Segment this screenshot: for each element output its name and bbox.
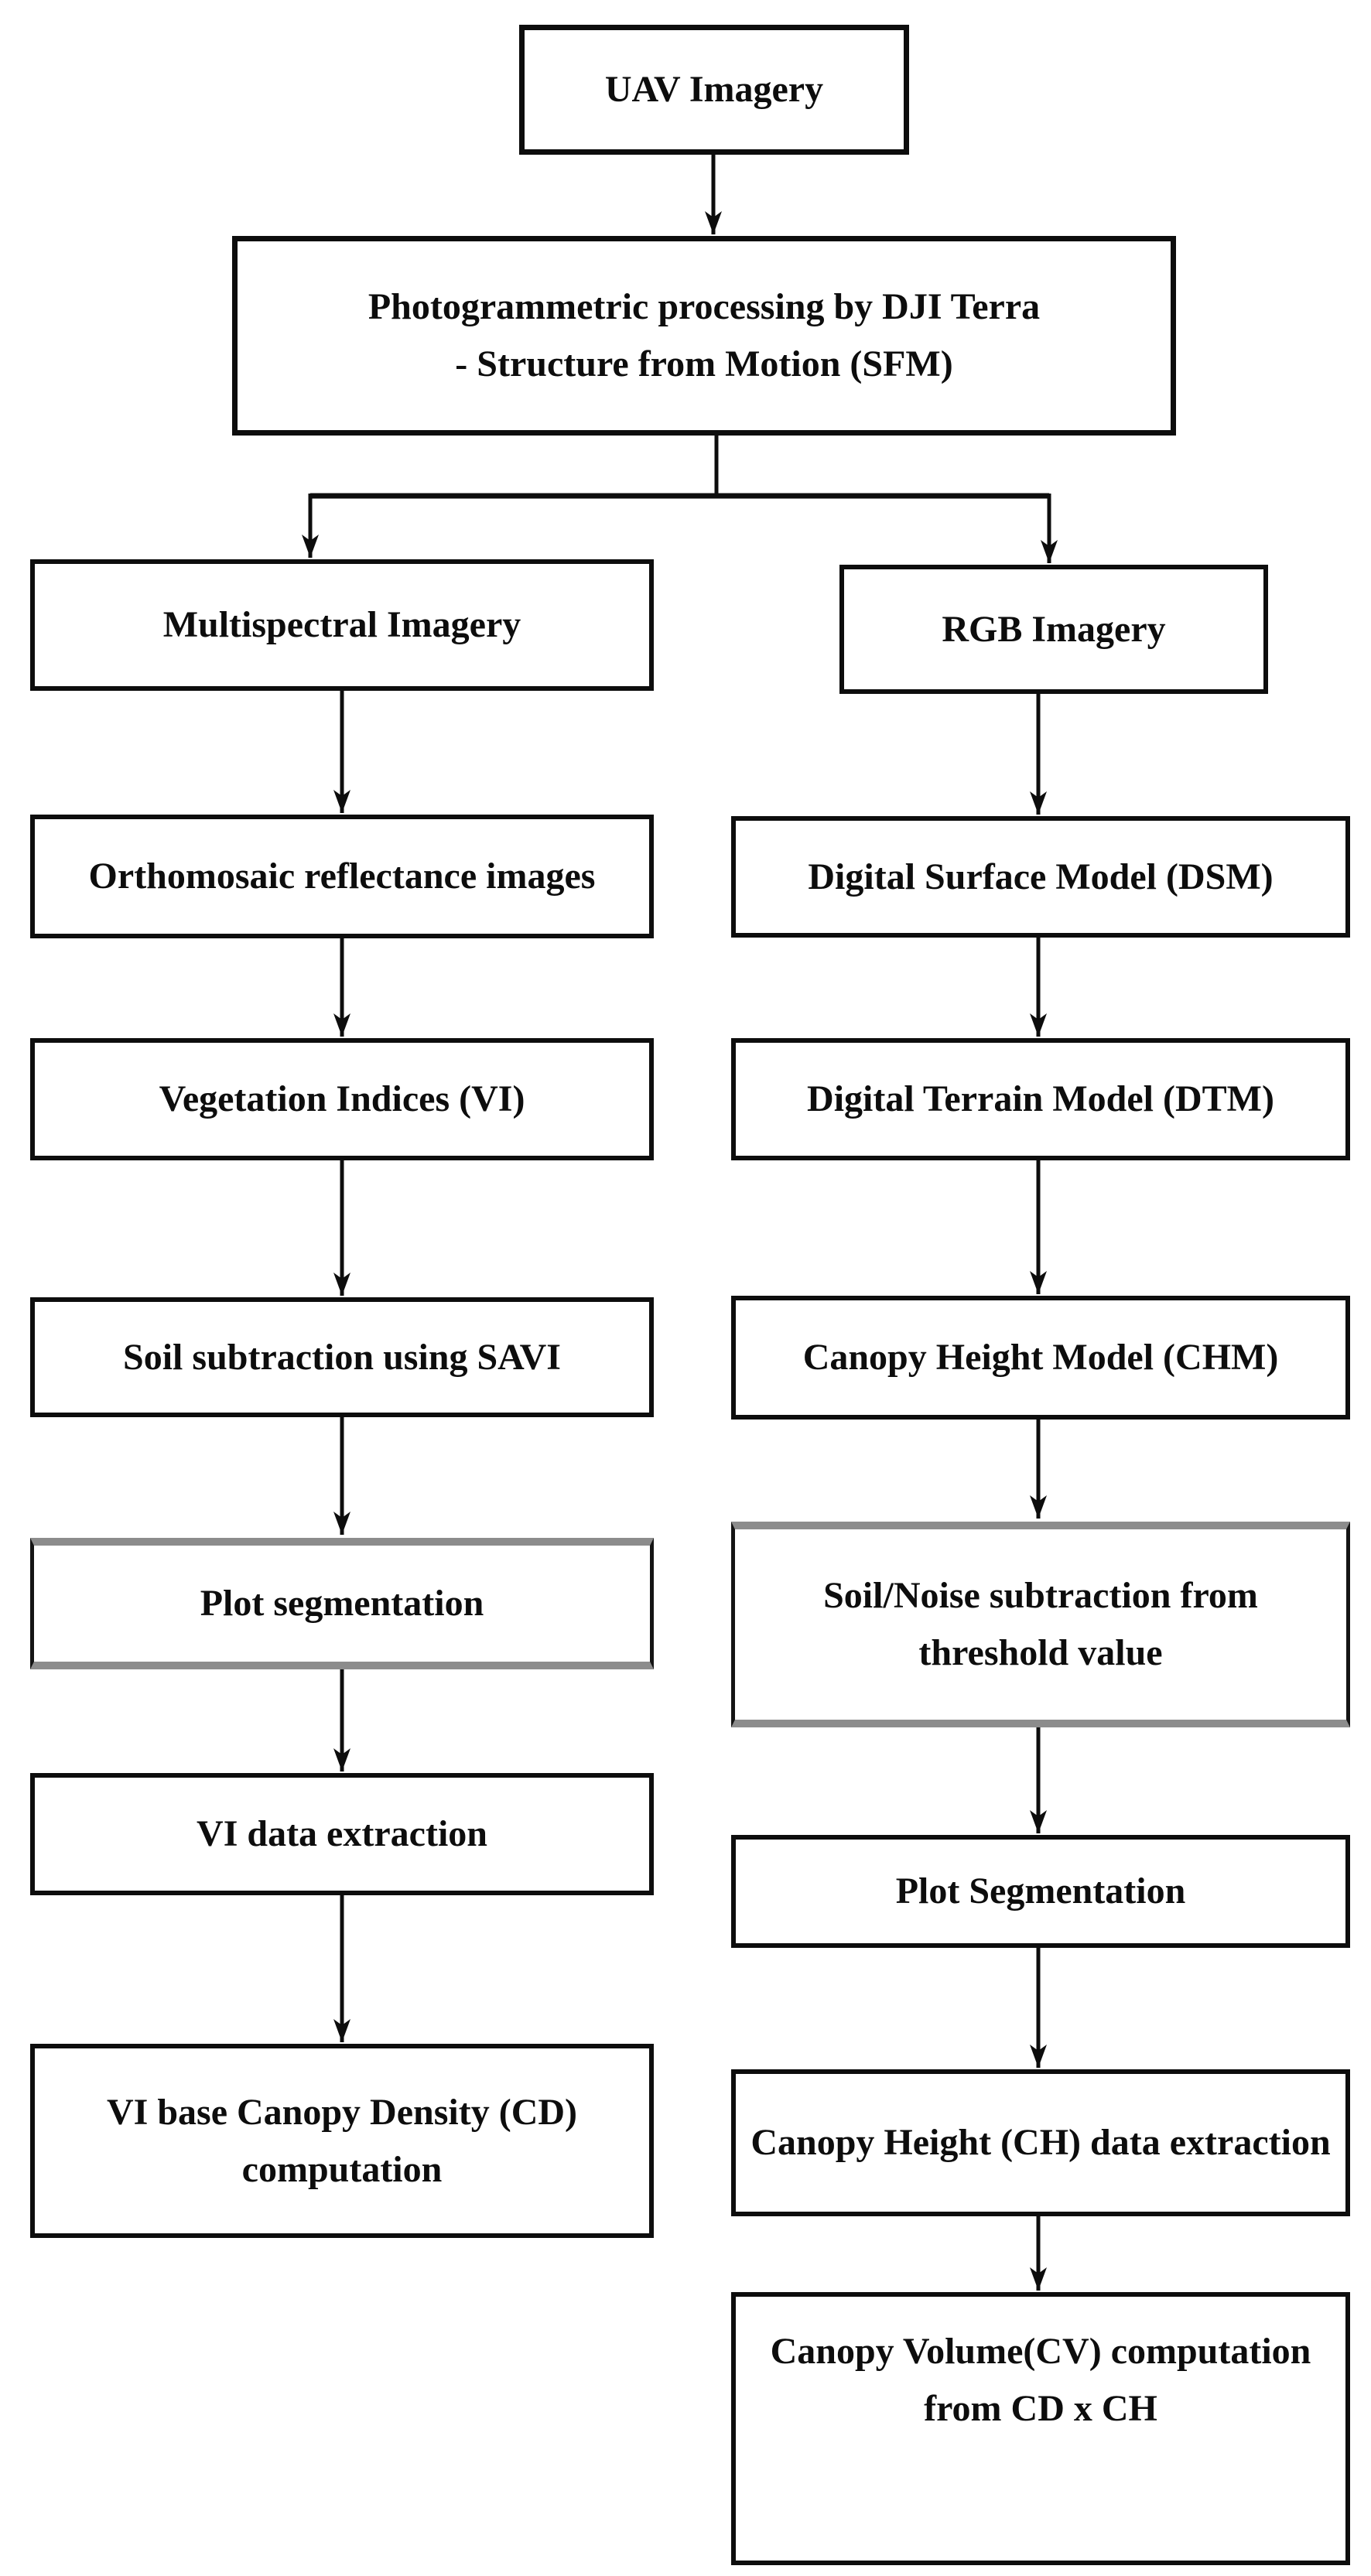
- node-label: Canopy Height (CH) data extraction: [750, 2122, 1331, 2163]
- node-canopy-height-data-extraction: Canopy Height (CH) data extraction: [731, 2069, 1350, 2216]
- node-label: Soil subtraction using SAVI: [123, 1336, 561, 1378]
- node-label: Soil/Noise subtraction from: [823, 1575, 1258, 1616]
- node-label: Photogrammetric processing by DJI Terra: [368, 286, 1041, 327]
- node-uav-imagery: UAV Imagery: [519, 25, 909, 155]
- node-label: Canopy Volume(CV) computation: [770, 2331, 1311, 2372]
- node-label: - Structure from Motion (SFM): [455, 343, 953, 384]
- node-canopy-height-model: Canopy Height Model (CHM): [731, 1296, 1350, 1420]
- node-canopy-volume-computation: Canopy Volume(CV) computation from CD x …: [731, 2292, 1350, 2565]
- node-orthomosaic-reflectance-images: Orthomosaic reflectance images: [30, 815, 654, 938]
- node-soil-noise-subtraction: Soil/Noise subtraction from threshold va…: [731, 1522, 1350, 1727]
- node-photogrammetric-processing: Photogrammetric processing by DJI Terra …: [232, 236, 1176, 436]
- node-label: UAV Imagery: [604, 69, 824, 110]
- node-vegetation-indices: Vegetation Indices (VI): [30, 1038, 654, 1160]
- node-label: Vegetation Indices (VI): [159, 1078, 525, 1119]
- node-label: Canopy Height Model (CHM): [802, 1337, 1279, 1378]
- node-digital-terrain-model: Digital Terrain Model (DTM): [731, 1038, 1350, 1160]
- node-label: VI base Canopy Density (CD): [106, 2091, 578, 2133]
- node-label: Multispectral Imagery: [162, 604, 521, 645]
- node-vi-base-canopy-density: VI base Canopy Density (CD) computation: [30, 2044, 654, 2238]
- node-label: Plot segmentation: [200, 1583, 484, 1624]
- node-label: VI data extraction: [197, 1813, 487, 1854]
- node-label: Orthomosaic reflectance images: [88, 856, 596, 897]
- node-label: Plot Segmentation: [895, 1871, 1186, 1912]
- node-plot-segmentation-right: Plot Segmentation: [731, 1835, 1350, 1948]
- node-vi-data-extraction: VI data extraction: [30, 1773, 654, 1895]
- node-soil-subtraction-savi: Soil subtraction using SAVI: [30, 1297, 654, 1417]
- node-rgb-imagery: RGB Imagery: [839, 565, 1268, 694]
- node-multispectral-imagery: Multispectral Imagery: [30, 559, 654, 691]
- node-label: from CD x CH: [924, 2388, 1157, 2429]
- node-label: threshold value: [918, 1632, 1163, 1673]
- node-label: computation: [241, 2148, 443, 2190]
- node-label: Digital Surface Model (DSM): [808, 856, 1274, 897]
- node-digital-surface-model: Digital Surface Model (DSM): [731, 816, 1350, 938]
- node-label: RGB Imagery: [942, 608, 1166, 650]
- node-label: Digital Terrain Model (DTM): [807, 1078, 1274, 1119]
- node-plot-segmentation-left: Plot segmentation: [30, 1538, 654, 1669]
